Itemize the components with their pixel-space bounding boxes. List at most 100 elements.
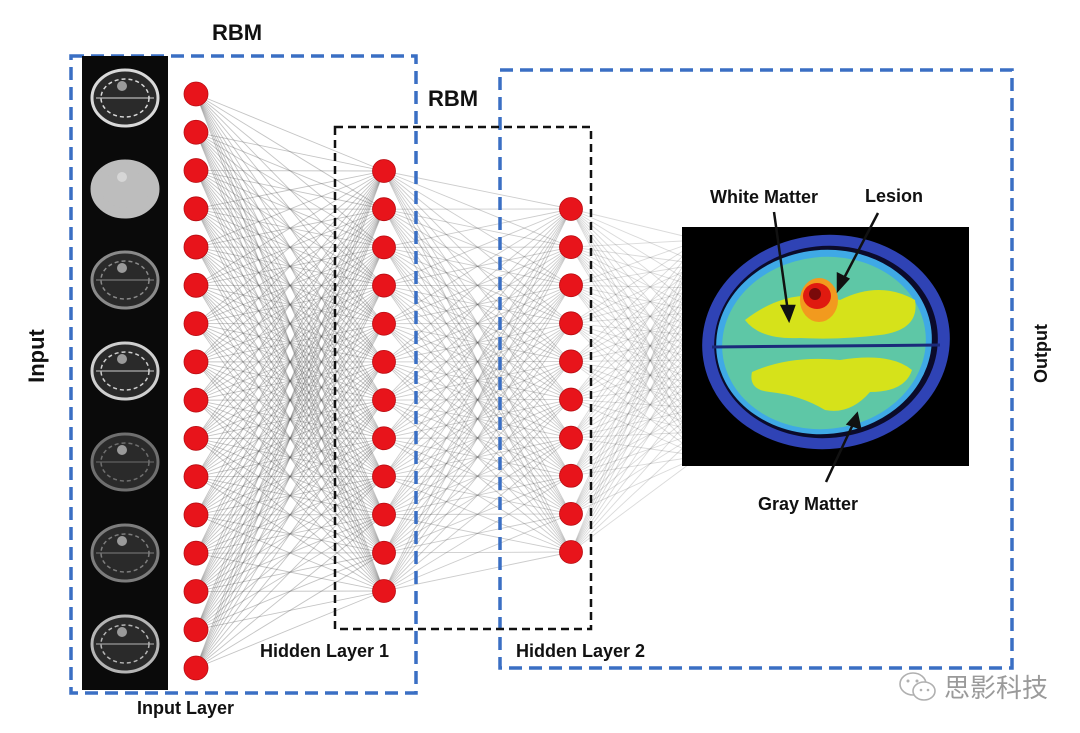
- edge-input-hidden1: [195, 170, 385, 592]
- edge-input-hidden1: [195, 131, 385, 210]
- edge-hidden2-output: [570, 311, 701, 362]
- edge-input-hidden1: [195, 208, 385, 286]
- edge-input-hidden1: [195, 361, 385, 401]
- edge-input-hidden1: [195, 284, 385, 325]
- hidden-layer-1-node: [372, 426, 396, 451]
- edge-hidden1-hidden2: [383, 513, 572, 554]
- input-layer-node: [183, 234, 209, 260]
- brain-mri-image: [90, 614, 160, 674]
- edge-input-hidden1: [195, 208, 385, 477]
- edge-input-hidden1: [195, 170, 385, 248]
- edge-input-hidden1: [195, 323, 385, 363]
- edge-input-hidden1: [195, 208, 385, 439]
- edge-hidden2-output: [570, 284, 701, 313]
- edge-input-hidden1: [195, 285, 385, 325]
- edge-input-hidden1: [195, 476, 385, 554]
- edge-input-hidden1: [195, 284, 385, 401]
- hidden-layer-1-node: [372, 579, 396, 603]
- wechat-icon: [899, 671, 936, 701]
- edge-input-hidden1: [195, 361, 385, 478]
- edge-input-hidden1: [195, 170, 385, 515]
- rbm-box-hidden: [333, 125, 593, 631]
- edge-hidden2-output: [570, 239, 701, 476]
- hidden-layer-2-node: [559, 197, 583, 221]
- edge-hidden1-hidden2: [383, 551, 572, 592]
- edge-input-hidden1: [195, 170, 385, 669]
- hidden-layer-1-node: [372, 273, 396, 298]
- edge-input-hidden1: [195, 132, 385, 477]
- brain-mri-image: [90, 432, 160, 492]
- edge-input-hidden1: [195, 247, 385, 554]
- edge-hidden2-output: [570, 284, 701, 289]
- edge-input-hidden1: [195, 361, 385, 669]
- edge-input-hidden1: [195, 131, 385, 286]
- edge-input-hidden1: [195, 208, 385, 630]
- edge-input-hidden1: [195, 323, 385, 630]
- edge-hidden1-hidden2: [383, 361, 572, 400]
- edge-input-hidden1: [195, 170, 385, 363]
- edge-input-hidden1: [195, 285, 385, 554]
- edge-input-hidden1: [195, 285, 385, 516]
- edge-hidden1-hidden2: [383, 208, 572, 401]
- edge-hidden2-output: [570, 361, 701, 385]
- edge-hidden2-output: [570, 263, 701, 438]
- edge-hidden2-output: [570, 239, 701, 400]
- edge-hidden1-hidden2: [383, 208, 572, 324]
- edge-hidden2-output: [570, 208, 701, 385]
- edge-input-hidden1: [195, 170, 385, 516]
- edge-input-hidden1: [195, 208, 385, 515]
- edge-hidden2-output: [570, 359, 701, 362]
- edge-hidden2-output: [570, 246, 701, 409]
- edge-input-hidden1: [195, 208, 385, 401]
- edge-input-hidden1: [195, 247, 385, 669]
- input-layer-node: [183, 540, 209, 566]
- edge-input-hidden1: [195, 208, 385, 554]
- input-layer-node: [183, 349, 209, 375]
- edge-input-hidden1: [195, 208, 385, 477]
- edge-input-hidden1: [195, 323, 385, 554]
- edge-hidden2-output: [570, 323, 701, 457]
- edge-hidden1-hidden2: [383, 247, 572, 477]
- edge-input-hidden1: [195, 170, 385, 477]
- input-layer-node: [183, 425, 209, 451]
- edge-hidden2-output: [570, 407, 701, 439]
- hidden-layer-2-node: [559, 235, 583, 260]
- edge-input-hidden1: [195, 208, 385, 592]
- input-layer-node: [183, 502, 209, 528]
- edge-input-hidden1: [195, 399, 385, 516]
- edge-hidden2-output: [570, 208, 701, 241]
- edge-input-hidden1: [195, 399, 385, 554]
- edge-input-hidden1: [195, 208, 385, 363]
- edge-hidden2-output: [570, 239, 701, 515]
- edge-input-hidden1: [195, 285, 385, 477]
- edge-input-hidden1: [195, 285, 385, 630]
- edge-hidden1-hidden2: [383, 322, 572, 477]
- edge-hidden1-hidden2: [383, 322, 572, 401]
- edge-input-hidden1: [195, 514, 385, 592]
- edge-hidden2-output: [570, 246, 701, 385]
- edge-input-hidden1: [195, 170, 385, 554]
- edge-hidden1-hidden2: [383, 170, 572, 210]
- edge-input-hidden1: [195, 247, 385, 592]
- edge-hidden2-output: [570, 322, 701, 433]
- hidden-layer-1-node: [372, 502, 396, 527]
- edge-input-hidden1: [195, 552, 385, 669]
- edge-input-hidden1: [195, 93, 385, 592]
- edge-hidden2-output: [570, 311, 701, 438]
- gray-matter-arrow: [824, 421, 856, 483]
- edge-hidden1-hidden2: [383, 476, 572, 553]
- edge-input-hidden1: [195, 208, 385, 363]
- edge-input-hidden1: [195, 361, 385, 401]
- edge-input-hidden1: [195, 323, 385, 439]
- edge-input-hidden1: [195, 437, 385, 478]
- edge-hidden2-output: [570, 383, 701, 439]
- edge-input-hidden1: [195, 437, 385, 516]
- edge-input-hidden1: [195, 132, 385, 401]
- edge-hidden1-hidden2: [383, 170, 572, 515]
- edge-input-hidden1: [195, 247, 385, 630]
- edge-hidden2-output: [570, 322, 701, 361]
- edge-hidden2-output: [570, 311, 701, 515]
- brain-mri-image: [90, 159, 160, 219]
- edge-input-hidden1: [195, 246, 385, 325]
- edge-input-hidden1: [195, 208, 385, 286]
